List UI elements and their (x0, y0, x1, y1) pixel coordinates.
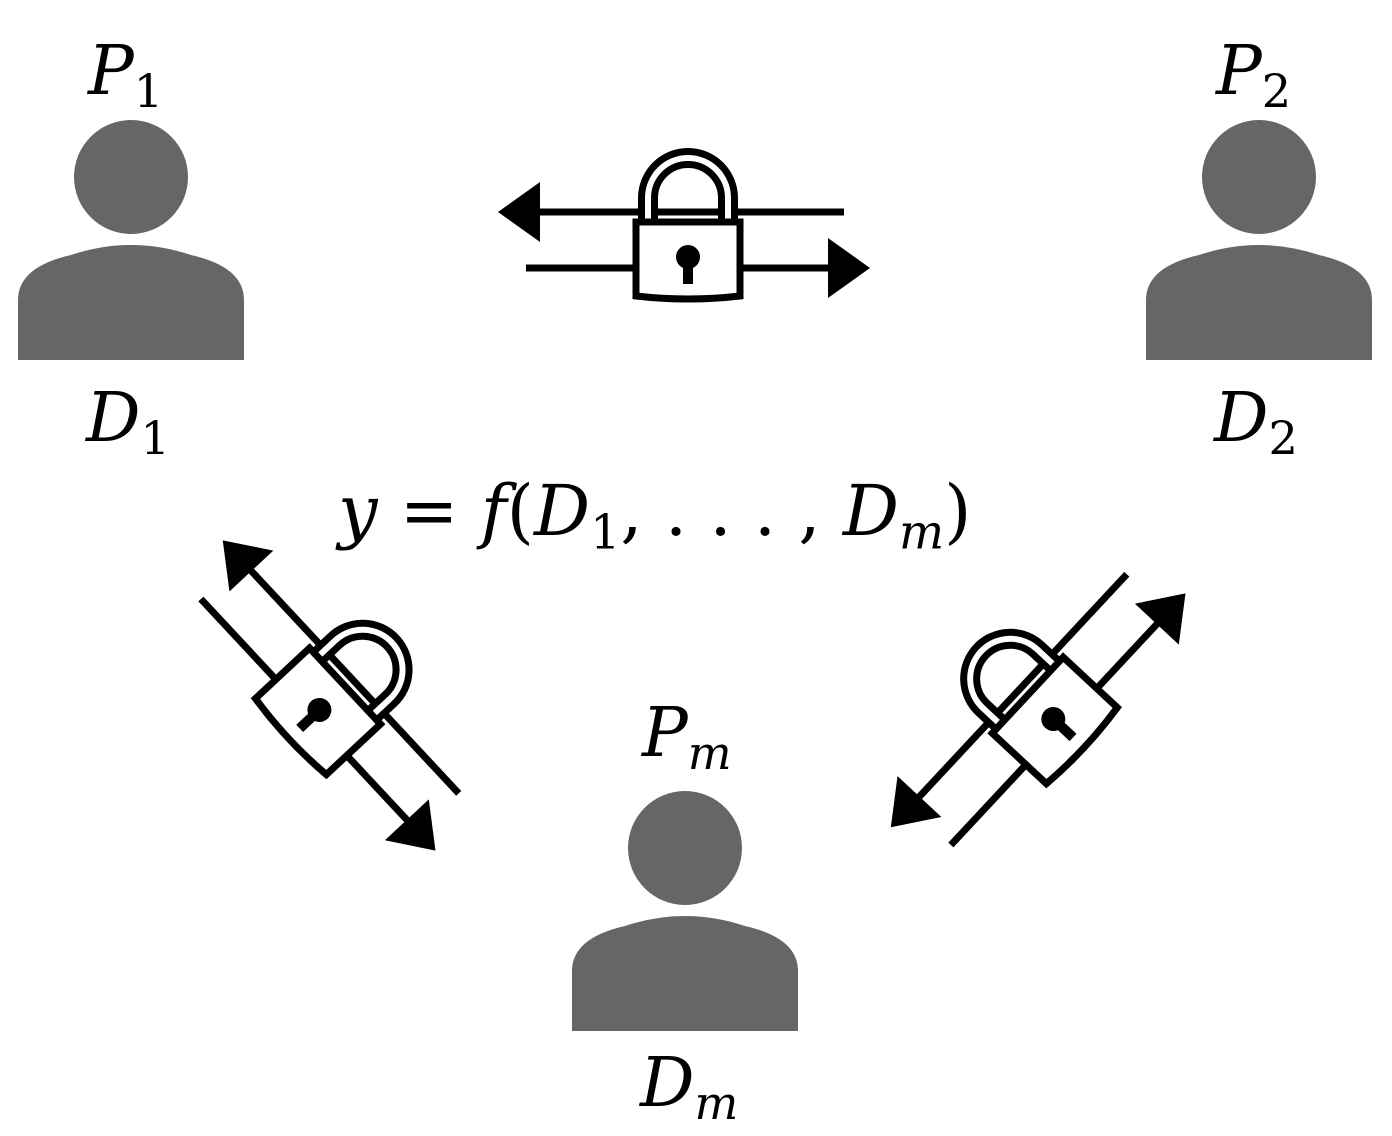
party-label-p2: P2 (1216, 38, 1291, 115)
channel-p1-p2 (498, 158, 870, 299)
formula-close-paren: ) (944, 470, 972, 552)
formula-output: y (338, 470, 378, 552)
party-index: 1 (133, 63, 164, 118)
formula-open-paren: ( (506, 470, 534, 552)
data-name: D (640, 1044, 695, 1123)
person-icon-pm (572, 791, 798, 1031)
party-index: m (687, 725, 732, 780)
function-formula: y = f(D1, . . . , Dm) (338, 476, 971, 557)
party-name: P (1216, 32, 1262, 111)
channel-p1-pm (159, 503, 516, 871)
data-index: 1 (140, 410, 170, 465)
formula-ellipsis: , . . . , (620, 470, 843, 552)
party-index: 2 (1261, 63, 1292, 118)
party-label-p1: P1 (88, 38, 163, 115)
padlock-icon (253, 604, 427, 776)
data-label-dm: Dm (640, 1050, 738, 1127)
data-name: D (86, 379, 141, 458)
data-name: D (1214, 379, 1269, 458)
data-label-d2: D2 (1214, 385, 1298, 462)
padlock-icon (945, 613, 1119, 785)
formula-function: f (480, 470, 507, 552)
formula-arg-last-index: m (898, 505, 945, 561)
formula-equals: = (377, 470, 481, 552)
formula-arg-last: D (842, 470, 899, 552)
formula-arg-first-index: 1 (590, 505, 621, 561)
party-label-pm: Pm (642, 700, 732, 777)
person-icon-p1 (18, 120, 244, 360)
person-icon-p2 (1146, 120, 1372, 360)
data-index: 2 (1268, 410, 1298, 465)
person-silhouette (18, 120, 244, 360)
party-name: P (88, 32, 134, 111)
data-index: m (694, 1075, 739, 1130)
person-silhouette (1146, 120, 1372, 360)
party-name: P (642, 694, 688, 773)
padlock-icon (636, 158, 740, 299)
data-label-d1: D1 (86, 385, 170, 462)
channel-p2-pm (851, 518, 1208, 886)
person-silhouette (572, 791, 798, 1031)
formula-arg-first: D (533, 470, 591, 552)
